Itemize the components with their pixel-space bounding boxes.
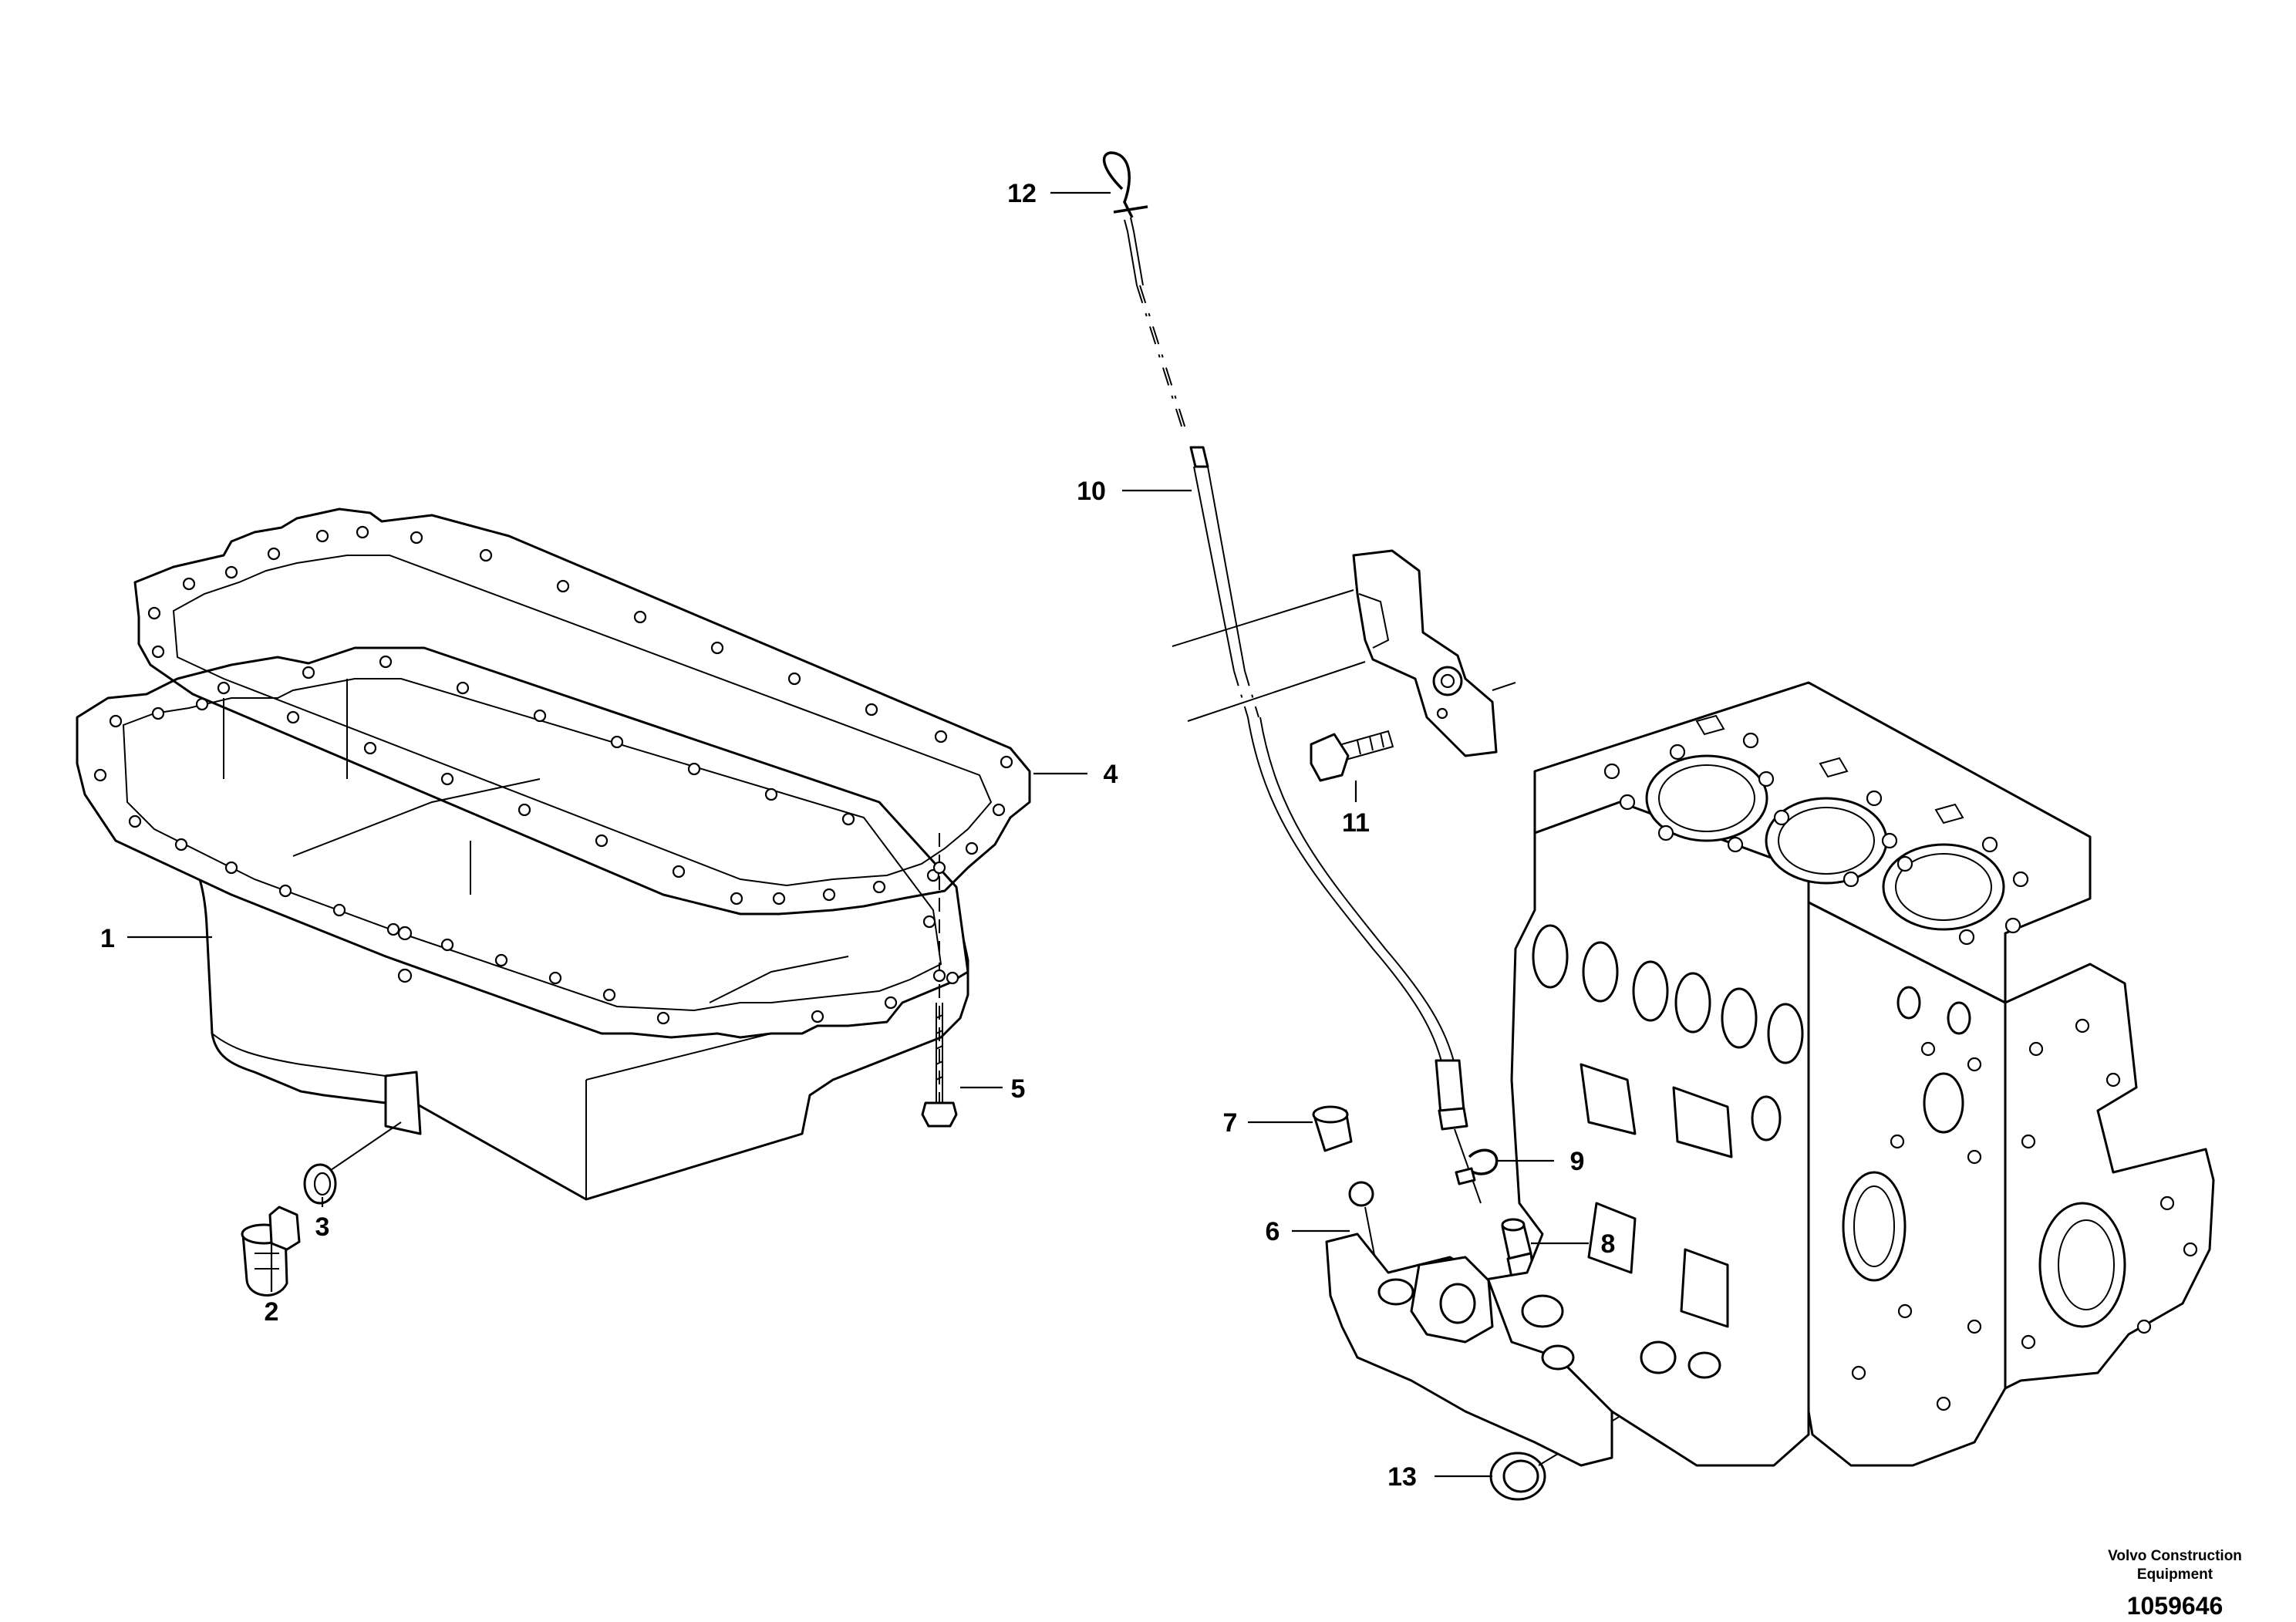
callout-4: 4 xyxy=(1104,760,1118,789)
engine-block xyxy=(1325,681,2215,1467)
washer-3[interactable] xyxy=(303,1163,337,1205)
oil-pan-gasket[interactable] xyxy=(133,508,1031,916)
callout-7: 7 xyxy=(1223,1108,1238,1138)
plug-7[interactable] xyxy=(1312,1105,1353,1152)
dipstick-12[interactable] xyxy=(1102,151,1188,437)
callout-1: 1 xyxy=(100,924,115,953)
callout-12: 12 xyxy=(1007,179,1037,208)
document-number: 1059646 xyxy=(2127,1592,2224,1620)
callout-8: 8 xyxy=(1601,1229,1616,1259)
dipstick-bracket[interactable] xyxy=(1172,549,1516,757)
callout-10: 10 xyxy=(1077,477,1106,506)
bolt-11[interactable] xyxy=(1310,730,1394,782)
credit-line-2: Equipment xyxy=(2137,1566,2213,1583)
callout-13: 13 xyxy=(1387,1462,1417,1492)
oil-pan[interactable] xyxy=(76,646,969,1201)
callout-9: 9 xyxy=(1570,1147,1585,1176)
callout-5: 5 xyxy=(1011,1074,1026,1104)
leader-lines xyxy=(127,191,1589,1478)
clip-9[interactable] xyxy=(1455,1148,1499,1185)
callout-2: 2 xyxy=(265,1297,279,1327)
callout-11: 11 xyxy=(1342,808,1370,838)
callout-3: 3 xyxy=(315,1212,330,1242)
credit-line-1: Volvo Construction xyxy=(2108,1548,2242,1564)
ball-6[interactable] xyxy=(1348,1181,1374,1207)
bolt-5[interactable] xyxy=(921,1003,958,1128)
callout-6: 6 xyxy=(1266,1217,1280,1246)
dipstick-tube-10[interactable] xyxy=(1189,446,1482,1204)
